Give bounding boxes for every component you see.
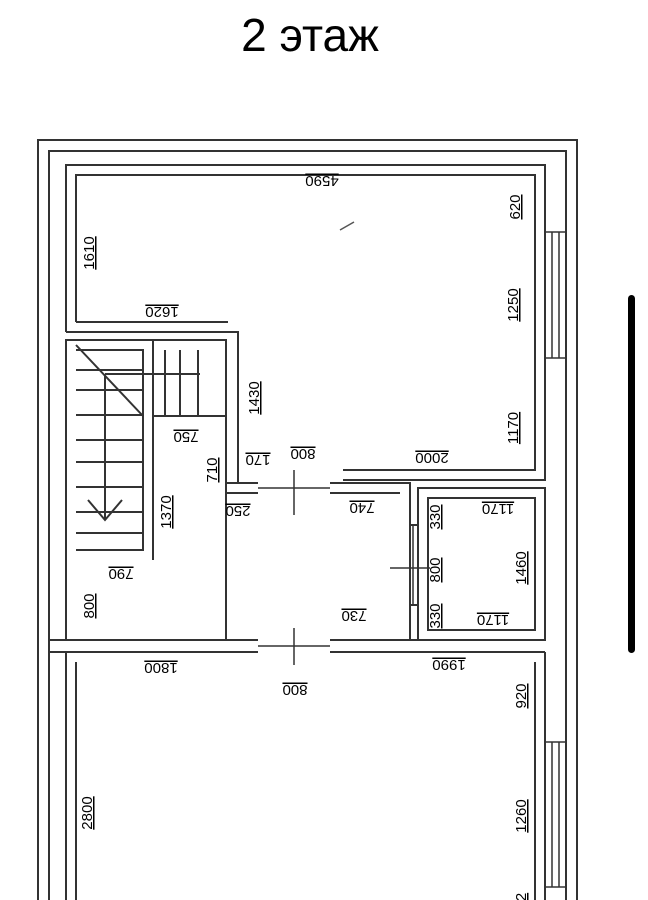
dim-door-gap-170: 170: [245, 451, 270, 468]
outer-wall: [37, 139, 578, 900]
dim-bath-1170-bottom: 1170: [477, 611, 509, 628]
dim-bottom-left-2800: 2800: [79, 796, 96, 829]
floor-title: 2 этаж: [241, 9, 379, 61]
dimension-labels: 4590 620 1610 1620 1250 1430 1170 750 80…: [79, 172, 530, 900]
dim-door-width-1: 800: [290, 445, 315, 462]
dim-hall-740: 740: [349, 499, 374, 516]
dim-stair-wall-height: 1430: [246, 381, 263, 414]
vertical-scrollbar[interactable]: [628, 295, 635, 653]
dim-bath-1170-top: 1170: [482, 500, 514, 517]
dim-bath-330-bottom: 330: [427, 603, 444, 628]
dim-bottom-right-cut: 2: [513, 893, 530, 900]
window-upper: [544, 231, 567, 359]
top-room-wall: [65, 164, 546, 484]
dim-top-width: 4590: [305, 172, 338, 189]
dim-bath-330-top: 330: [427, 504, 444, 529]
dim-bottom-1990: 1990: [432, 656, 465, 673]
dim-right-window-2: 1260: [513, 799, 530, 832]
dim-bottom-door-800: 800: [282, 681, 307, 698]
dim-stair-top-width: 1620: [145, 303, 178, 320]
dim-bath-1460: 1460: [513, 551, 530, 584]
dim-top-left-height: 1610: [81, 236, 98, 269]
staircase: [65, 339, 227, 641]
dim-stair-1370: 1370: [158, 495, 175, 528]
dim-hall-2000: 2000: [415, 449, 448, 466]
dim-right-lower-1: 1170: [505, 412, 522, 444]
dim-top-right-upper: 620: [507, 194, 524, 219]
dim-bottom-1800: 1800: [144, 659, 177, 676]
dim-hall-710: 710: [204, 457, 221, 482]
dim-right-window-1: 1250: [505, 288, 522, 321]
dim-left-800: 800: [81, 593, 98, 618]
stray-mark: [339, 221, 355, 231]
dim-hall-250: 250: [225, 502, 250, 519]
door-symbols: [258, 470, 430, 665]
dim-bottom-right-920: 920: [513, 683, 530, 708]
dim-bath-door-800: 800: [427, 557, 444, 582]
dim-stair-790: 790: [108, 565, 133, 582]
partition-wall: [49, 639, 546, 900]
dim-stair-width: 750: [173, 428, 198, 445]
window-lower: [544, 741, 567, 888]
dim-hall-730: 730: [341, 607, 366, 624]
